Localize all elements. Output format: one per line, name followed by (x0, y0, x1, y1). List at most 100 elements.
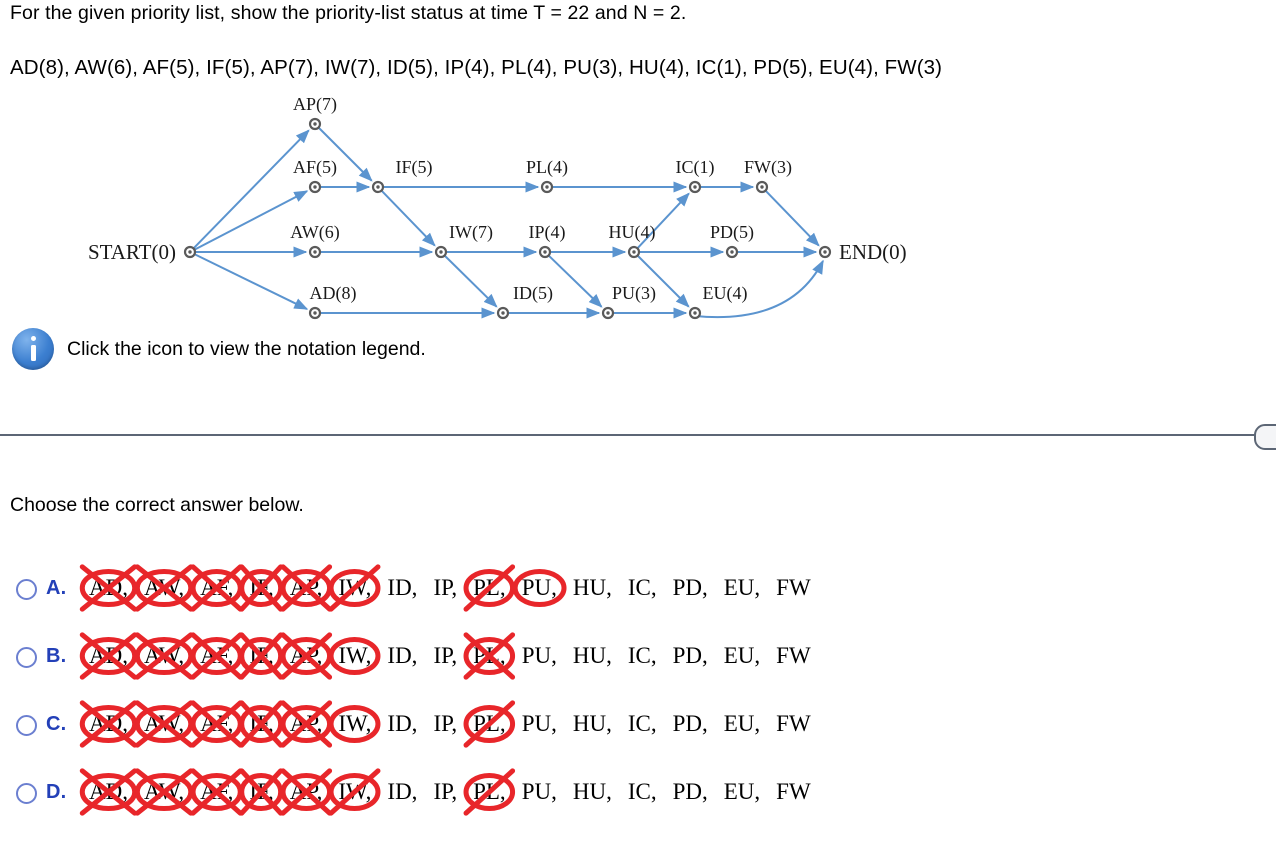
panel-resize-handle[interactable] (1254, 424, 1276, 450)
option-token: FW (771, 639, 816, 673)
option-token-list: AD,AW,AF,IF,AP,IW,ID,IP,PL,PU,HU,IC,PD,E… (84, 707, 822, 741)
option-token: AF, (195, 571, 238, 605)
info-icon[interactable] (12, 328, 54, 370)
digraph-node-label-EU: EU(4) (703, 283, 748, 304)
option-token: EU, (719, 571, 765, 605)
radio-button-b[interactable] (16, 647, 37, 668)
option-token: ID, (382, 571, 422, 605)
digraph-node-IC (688, 180, 702, 194)
digraph-edge-IF-IW (381, 190, 436, 247)
option-token: IF, (244, 707, 278, 741)
answer-option-b[interactable]: B.AD,AW,AF,IF,AP,IW,ID,IP,PL,PU,HU,IC,PD… (0, 634, 1276, 702)
option-token-text: PD, (672, 779, 708, 804)
option-token-list: AD,AW,AF,IF,AP,IW,ID,IP,PL,PU,HU,IC,PD,E… (84, 775, 822, 809)
option-token: IC, (623, 707, 662, 741)
digraph-svg: AP(7)AF(5)IF(5)PL(4)IC(1)FW(3)AW(6)IW(7)… (88, 94, 907, 320)
digraph-node-label-PL: PL(4) (526, 157, 568, 178)
option-token-text: EU, (723, 575, 761, 600)
option-token: HU, (568, 571, 617, 605)
option-token: PL, (468, 571, 511, 605)
option-token-text: AF, (200, 711, 234, 736)
option-token: AD, (84, 639, 133, 673)
option-token-text: FW (776, 779, 811, 804)
option-token-text: AW, (143, 643, 185, 668)
option-letter: D. (46, 781, 67, 803)
answer-option-d[interactable]: D.AD,AW,AF,IF,AP,IW,ID,IP,PL,PU,HU,IC,PD… (0, 770, 1276, 838)
digraph-node-label-HU: HU(4) (609, 222, 656, 243)
digraph-node-EU (688, 306, 702, 320)
option-token: IF, (244, 571, 278, 605)
option-token: PD, (668, 571, 713, 605)
radio-button-a[interactable] (16, 579, 37, 600)
option-token-list: AD,AW,AF,IF,AP,IW,ID,IP,PL,PU,HU,IC,PD,E… (84, 571, 822, 605)
option-token-text: EU, (723, 643, 761, 668)
option-token: PU, (517, 775, 562, 809)
option-token-text: AD, (89, 575, 128, 600)
option-token: PL, (468, 639, 511, 673)
digraph-node-label-AP: AP(7) (293, 94, 337, 115)
option-token: AW, (139, 775, 189, 809)
digraph-node-AP (308, 117, 322, 131)
option-token-text: FW (776, 643, 811, 668)
digraph-node-IF (371, 180, 385, 194)
option-token: ID, (382, 707, 422, 741)
option-token-text: FW (776, 711, 811, 736)
option-token-text: HU, (572, 711, 612, 736)
digraph-node-label-PD: PD(5) (710, 222, 754, 243)
option-token-text: ID, (387, 711, 418, 736)
digraph-edge-HU-IC (637, 192, 690, 249)
option-token: IC, (623, 639, 662, 673)
option-token: IC, (623, 571, 662, 605)
digraph-node-IP (538, 245, 552, 259)
option-token-text: IC, (627, 779, 657, 804)
option-token-text: AW, (143, 779, 185, 804)
digraph-node-label-PU: PU(3) (612, 283, 656, 304)
option-letter: B. (46, 645, 67, 667)
option-token: AF, (195, 707, 238, 741)
option-token-text: ID, (387, 575, 418, 600)
option-token: IP, (428, 775, 462, 809)
radio-button-c[interactable] (16, 715, 37, 736)
option-token-text: ID, (387, 779, 418, 804)
option-token: AD, (84, 775, 133, 809)
option-token: EU, (719, 707, 765, 741)
digraph-end-label: END(0) (839, 240, 907, 264)
digraph-node-label-IP: IP(4) (529, 222, 566, 243)
option-token-text: PU, (521, 711, 557, 736)
digraph-node-PD (725, 245, 739, 259)
digraph-node-label-AD: AD(8) (310, 283, 357, 304)
digraph-edge-IW-ID (444, 255, 498, 308)
digraph-node-IW (434, 245, 448, 259)
answer-option-a[interactable]: A.AD,AW,AF,IF,AP,IW,ID,IP,PL,PU,HU,IC,PD… (0, 566, 1276, 634)
option-token: PL, (468, 775, 511, 809)
option-token: IW, (333, 639, 376, 673)
option-token: EU, (719, 775, 765, 809)
option-token-text: AF, (200, 779, 234, 804)
option-token: FW (771, 707, 816, 741)
digraph-edge-START-AD (194, 253, 309, 310)
option-token-text: IF, (249, 643, 274, 668)
answer-option-c[interactable]: C.AD,AW,AF,IF,AP,IW,ID,IP,PL,PU,HU,IC,PD… (0, 702, 1276, 770)
option-token: AW, (139, 571, 189, 605)
option-token: AP, (285, 707, 328, 741)
legend-hint-row[interactable]: Click the icon to view the notation lege… (12, 328, 426, 370)
option-token: PD, (668, 707, 713, 741)
option-token-text: PL, (473, 575, 506, 600)
digraph-edge-AP-IF (318, 127, 373, 182)
option-token: AP, (285, 775, 328, 809)
option-token: ID, (382, 775, 422, 809)
digraph-node-label-AW: AW(6) (290, 222, 340, 243)
option-token-text: IF, (249, 711, 274, 736)
digraph-node-PU (601, 306, 615, 320)
legend-hint-text: Click the icon to view the notation lege… (67, 337, 426, 360)
digraph-node-label-IF: IF(5) (396, 157, 433, 178)
option-token-text: AF, (200, 575, 234, 600)
option-token-text: AD, (89, 711, 128, 736)
option-token-text: PD, (672, 575, 708, 600)
option-token-text: AP, (289, 575, 323, 600)
option-token-text: AD, (89, 643, 128, 668)
option-token: PU, (517, 571, 562, 605)
option-token-text: IP, (433, 575, 458, 600)
radio-button-d[interactable] (16, 783, 37, 804)
option-token: AW, (139, 639, 189, 673)
